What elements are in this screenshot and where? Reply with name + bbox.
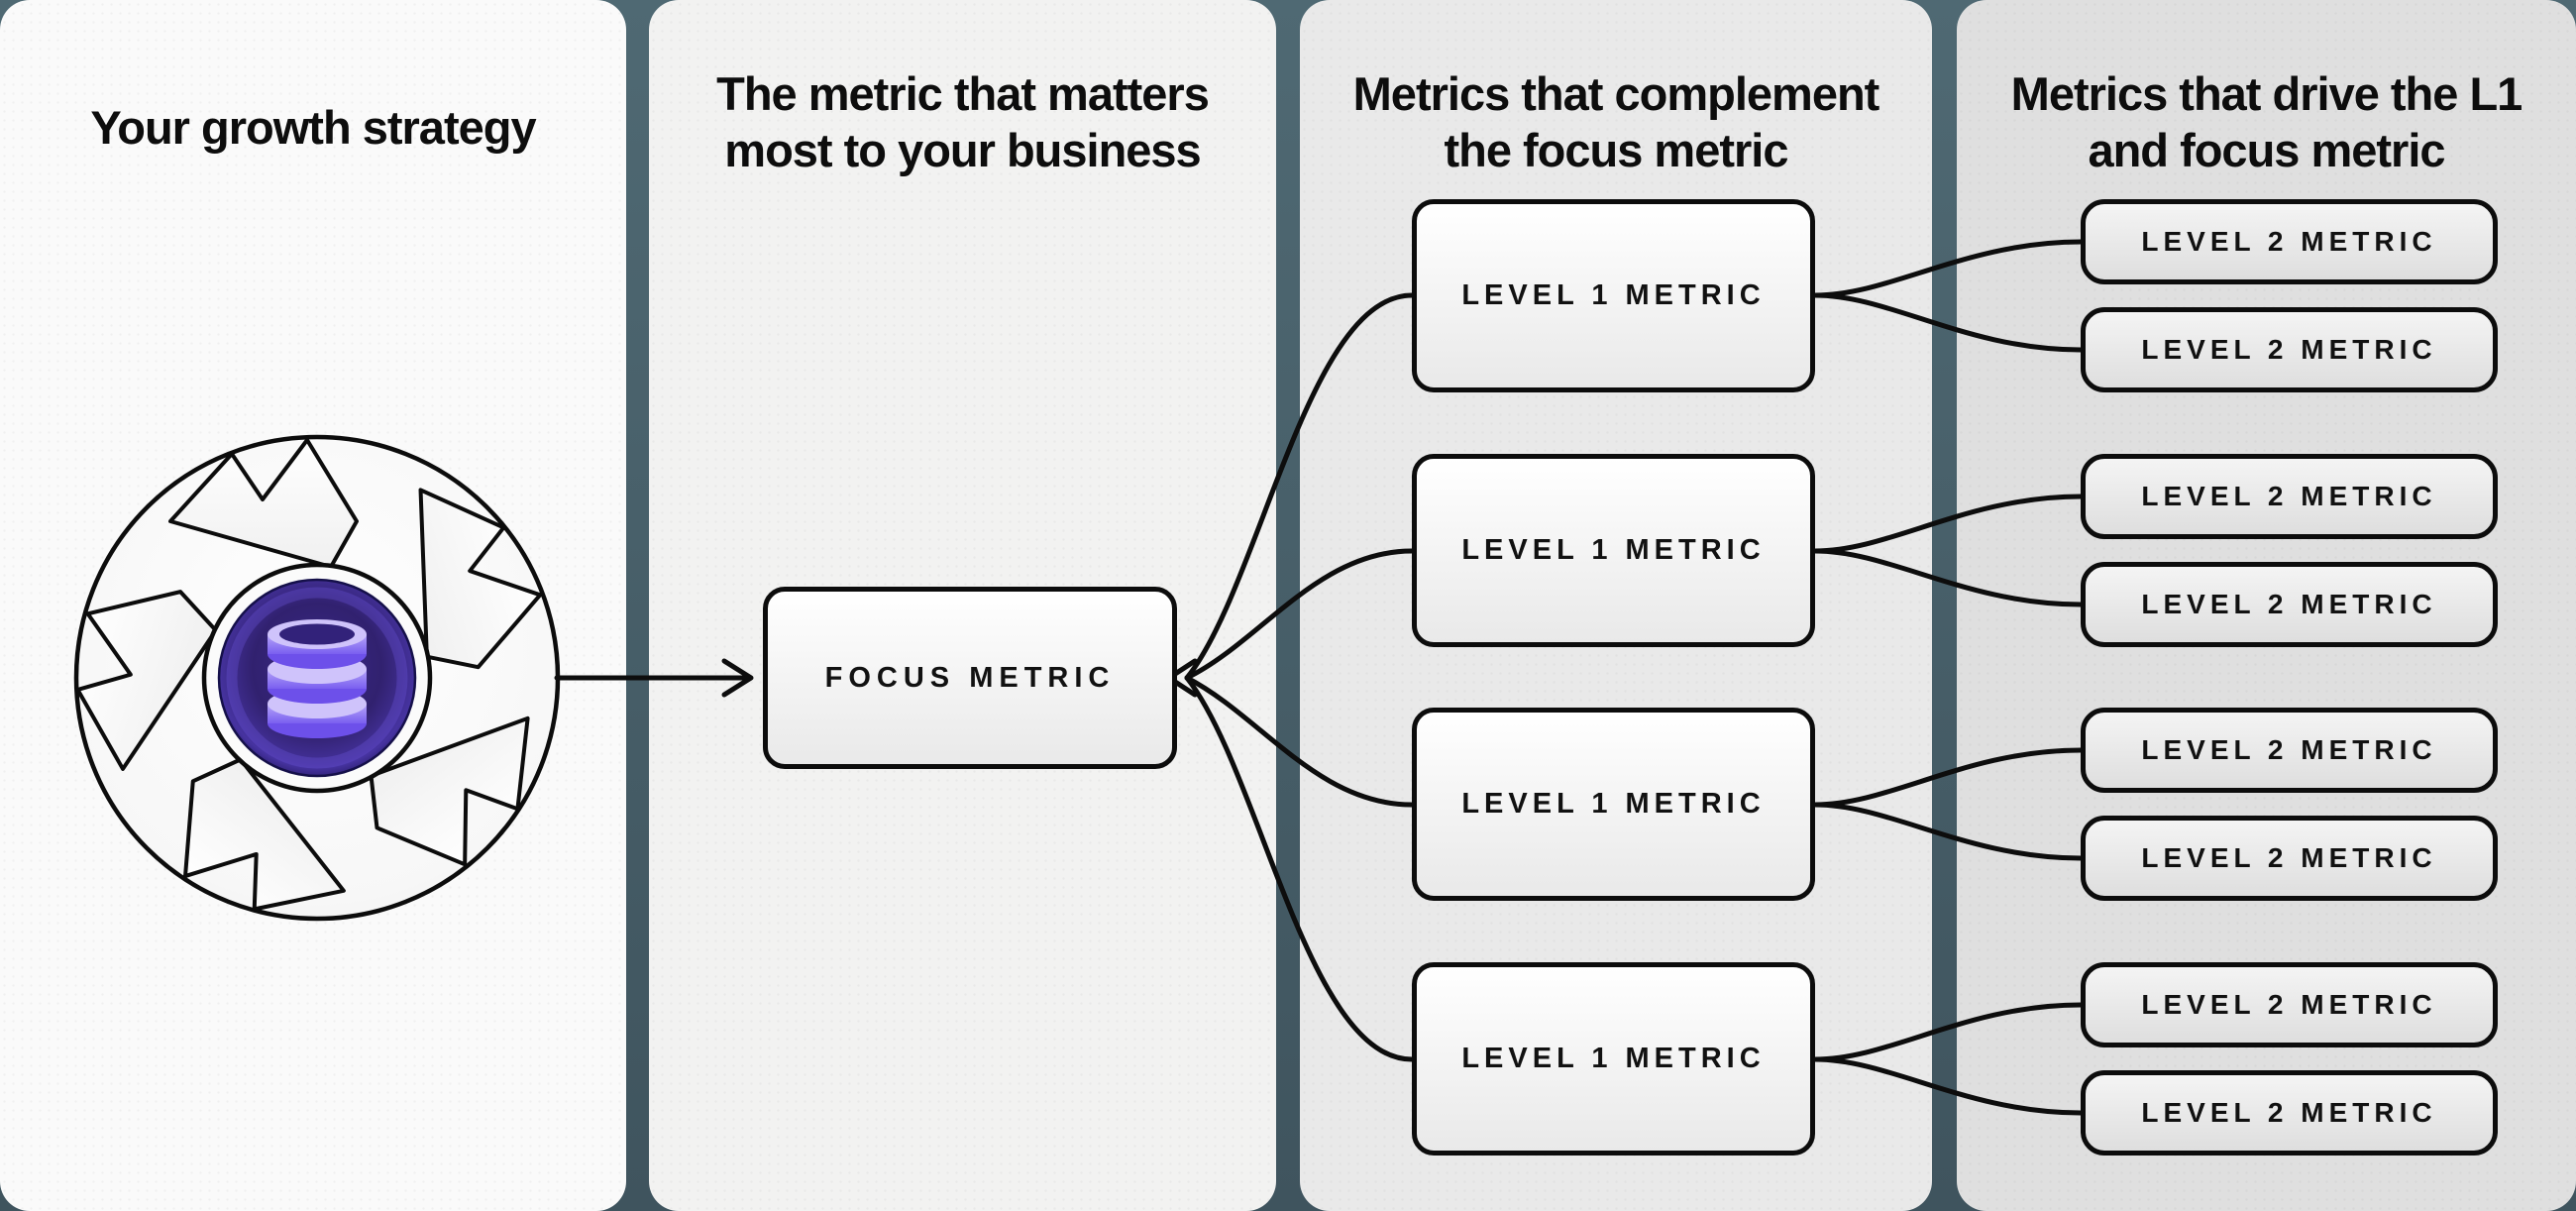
- level1-metric-label: LEVEL 1 METRIC: [1461, 279, 1766, 311]
- curve-focus-l1-3: [1184, 675, 1415, 808]
- level2-metric-node: LEVEL 2 METRIC: [2081, 708, 2498, 793]
- curve-l1-1-l2-2: [1812, 292, 2084, 353]
- level2-metric-node: LEVEL 2 METRIC: [2081, 816, 2498, 901]
- level1-metric-label: LEVEL 1 METRIC: [1461, 1043, 1766, 1074]
- hub-glow: [226, 587, 408, 769]
- level2-metric-label: LEVEL 2 METRIC: [2141, 589, 2437, 619]
- curve-l1-1-l2-1: [1812, 239, 2084, 298]
- panel-title-growth-strategy: Your growth strategy: [0, 99, 626, 156]
- panel-title-level1-metrics: Metrics that complement the focus metric: [1300, 65, 1932, 178]
- curve-l1-4-l2-7: [1812, 1002, 2084, 1062]
- flywheel-blades: [75, 438, 543, 912]
- panel-title-focus-metric: The metric that matters most to your bus…: [649, 65, 1276, 178]
- level2-metric-label: LEVEL 2 METRIC: [2141, 734, 2437, 765]
- level2-metric-node: LEVEL 2 METRIC: [2081, 962, 2498, 1047]
- panel-title-line: Metrics that drive the L1: [2010, 67, 2523, 120]
- panel-title-line: the focus metric: [1444, 124, 1788, 176]
- level1-metric-node: LEVEL 1 METRIC: [1412, 199, 1815, 392]
- curve-focus-l1-4: [1184, 675, 1415, 1062]
- level2-metric-label: LEVEL 2 METRIC: [2141, 842, 2437, 873]
- curve-focus-l1-2: [1184, 548, 1415, 681]
- level2-metric-node: LEVEL 2 METRIC: [2081, 307, 2498, 392]
- flywheel-database-icon: [73, 434, 561, 922]
- level2-metric-node: LEVEL 2 METRIC: [2081, 199, 2498, 284]
- panel-title-line: Your growth strategy: [90, 101, 536, 154]
- level2-metric-label: LEVEL 2 METRIC: [2141, 226, 2437, 257]
- panel-title-line: and focus metric: [2088, 124, 2445, 176]
- focus-metric-node: FOCUS METRIC: [763, 587, 1177, 769]
- panel-title-line: Metrics that complement: [1352, 67, 1880, 120]
- level1-metric-label: LEVEL 1 METRIC: [1461, 788, 1766, 820]
- level2-metric-label: LEVEL 2 METRIC: [2141, 1097, 2437, 1128]
- level1-metric-node: LEVEL 1 METRIC: [1412, 708, 1815, 901]
- focus-metric-label: FOCUS METRIC: [824, 661, 1116, 694]
- curve-focus-l1-1: [1184, 292, 1415, 681]
- level2-metric-label: LEVEL 2 METRIC: [2141, 334, 2437, 365]
- level1-metric-node: LEVEL 1 METRIC: [1412, 962, 1815, 1156]
- arrowhead-right-icon: [721, 658, 754, 698]
- curve-l1-3-l2-5: [1812, 747, 2084, 808]
- level1-metric-node: LEVEL 1 METRIC: [1412, 454, 1815, 647]
- panel-title-level2-metrics: Metrics that drive the L1 and focus metr…: [1957, 65, 2576, 178]
- curve-l1-2-l2-3: [1812, 494, 2084, 554]
- level2-metric-node: LEVEL 2 METRIC: [2081, 454, 2498, 539]
- panel-title-line: The metric that matters: [716, 67, 1210, 120]
- curve-l1-2-l2-4: [1812, 548, 2084, 607]
- level2-metric-label: LEVEL 2 METRIC: [2141, 481, 2437, 511]
- level2-metric-node: LEVEL 2 METRIC: [2081, 1070, 2498, 1156]
- level2-metric-node: LEVEL 2 METRIC: [2081, 562, 2498, 647]
- curve-l1-3-l2-6: [1812, 802, 2084, 861]
- level2-metric-label: LEVEL 2 METRIC: [2141, 989, 2437, 1020]
- panel-title-line: most to your business: [724, 124, 1201, 176]
- curve-l1-4-l2-8: [1812, 1056, 2084, 1116]
- level1-metric-label: LEVEL 1 METRIC: [1461, 534, 1766, 566]
- database-icon: [268, 619, 367, 738]
